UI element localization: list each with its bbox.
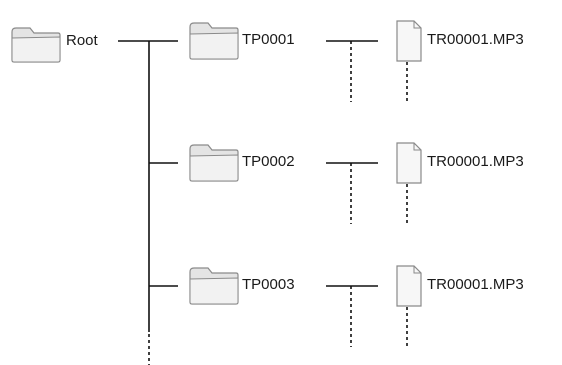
tr00001-file-icon-1 xyxy=(396,20,422,62)
tr00001-file-icon-3 xyxy=(396,265,422,307)
tp0002-folder-icon xyxy=(189,144,239,182)
tr00001-file-icon-2 xyxy=(396,142,422,184)
tp0003-label: TP0003 xyxy=(242,276,295,293)
tp0001-label: TP0001 xyxy=(242,31,295,48)
tp0003-folder-icon xyxy=(189,267,239,305)
tp0001-folder-icon xyxy=(189,22,239,60)
root-label: Root xyxy=(66,32,98,49)
root-folder-icon xyxy=(11,27,61,63)
tr00001-label-1: TR00001.MP3 xyxy=(427,31,524,48)
tr00001-label-3: TR00001.MP3 xyxy=(427,276,524,293)
tr00001-label-2: TR00001.MP3 xyxy=(427,153,524,170)
tp0002-label: TP0002 xyxy=(242,153,295,170)
